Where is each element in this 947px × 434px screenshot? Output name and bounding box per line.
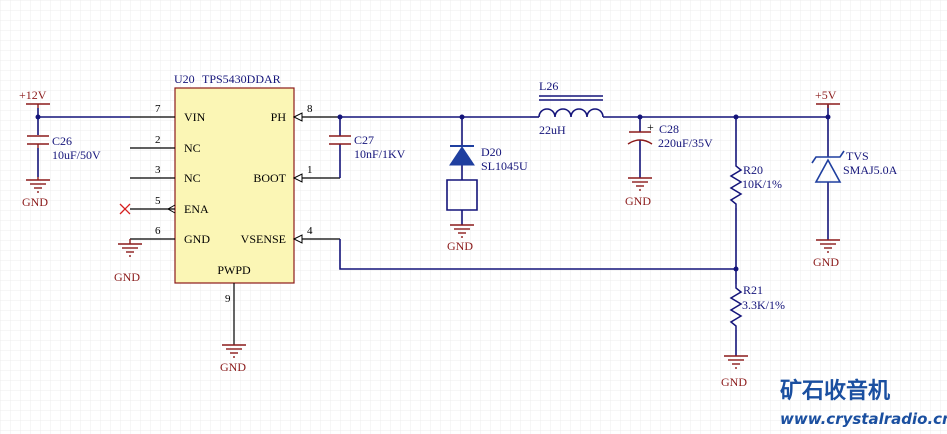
gnd-r21: GND (721, 355, 748, 389)
pin-name-pwpd: PWPD (217, 263, 251, 277)
pin-num-7: 7 (155, 103, 161, 115)
gnd-pin9: GND (220, 344, 246, 374)
diode-d20[interactable]: D20 SL1045U (449, 145, 528, 173)
junctions (35, 114, 831, 272)
pin-name-vin: VIN (184, 110, 206, 124)
power-port-12v: +12V (19, 88, 50, 108)
c26-ref: C26 (52, 134, 72, 148)
gnd-label-pin6: GND (114, 270, 140, 284)
c28-value: 220uF/35V (658, 136, 713, 150)
pin-num-1: 1 (307, 164, 313, 176)
pin-name-vsense: VSENSE (241, 232, 286, 246)
pin-num-9: 9 (225, 293, 231, 305)
c27-value: 10nF/1KV (354, 147, 406, 161)
pin-num-2: 2 (155, 134, 161, 146)
gnd-c28: GND (625, 177, 652, 208)
pin-name-gnd: GND (184, 232, 210, 246)
r20-ref: R20 (743, 163, 763, 177)
watermark: 矿石收音机 www.crystalradio.cn (780, 378, 947, 428)
c28-plus-sign: + (647, 120, 654, 134)
no-connect-marker (119, 203, 131, 215)
gnd-label-tvs: GND (813, 255, 839, 269)
l26-coil (538, 108, 604, 118)
c28-ref: C28 (659, 122, 679, 136)
pin-num-4: 4 (307, 225, 313, 237)
d20-triangle (449, 146, 475, 166)
r21-value: 3.3K/1% (742, 298, 785, 312)
d20-ref: D20 (481, 145, 502, 159)
power-port-5v: +5V (815, 88, 840, 108)
r20-value: 10K/1% (742, 177, 782, 191)
r21-zigzag (729, 284, 743, 330)
pin-name-ena: ENA (184, 202, 209, 216)
power-5v-label: +5V (815, 88, 837, 102)
gnd-label-pin9: GND (220, 360, 246, 374)
capacitor-c27[interactable]: C27 10nF/1KV (329, 133, 406, 161)
ic-u20[interactable]: U20 TPS5430DDAR 7 2 3 5 6 VIN NC NC ENA … (130, 72, 340, 345)
gnd-label-d20: GND (447, 239, 473, 253)
c28-curved-plate (627, 139, 653, 145)
r21-ref: R21 (743, 283, 763, 297)
c27-ref: C27 (354, 133, 374, 147)
power-12v-label: +12V (19, 88, 47, 102)
ic-ref: U20 (174, 72, 195, 86)
gnd-pin6: GND (114, 239, 142, 284)
d20-value: SL1045U (481, 159, 528, 173)
c26-value: 10uF/50V (52, 148, 101, 162)
l26-ref: L26 (539, 79, 558, 93)
inductor-l26[interactable]: L26 22uH (530, 79, 604, 137)
pin-num-3: 3 (155, 164, 161, 176)
r20-zigzag (729, 162, 743, 208)
gnd-d20: GND (447, 224, 474, 253)
pin-name-nc-2: NC (184, 141, 201, 155)
gnd-tvs: GND (813, 239, 840, 269)
watermark-cn: 矿石收音机 (780, 378, 890, 404)
tvs-triangle (814, 158, 842, 183)
tvs-diode[interactable]: TVS SMAJ5.0A (811, 149, 898, 183)
tvs-value: SMAJ5.0A (843, 163, 898, 177)
pin-num-5: 5 (155, 195, 161, 207)
ic-part: TPS5430DDAR (202, 72, 281, 86)
pin-name-boot: BOOT (253, 171, 286, 185)
pin-num-6: 6 (155, 225, 161, 237)
pin-name-nc-3: NC (184, 171, 201, 185)
pin-num-8: 8 (307, 103, 313, 115)
tvs-ref: TVS (846, 149, 869, 163)
pin-5-arrow (166, 204, 176, 214)
gnd-label-c26: GND (22, 195, 48, 209)
capacitor-c26[interactable]: C26 10uF/50V (27, 134, 101, 162)
pin-name-ph: PH (271, 110, 287, 124)
pin-1-arrow (292, 173, 303, 183)
gnd-label-r21: GND (721, 375, 747, 389)
resistor-r21[interactable]: R21 3.3K/1% (729, 283, 785, 330)
ic-body (174, 87, 295, 284)
resistor-r20[interactable]: R20 10K/1% (729, 162, 782, 208)
tvs-bar (811, 150, 845, 164)
pin-8-arrow (292, 112, 303, 122)
gnd-c26: GND (22, 177, 50, 209)
gnd-label-c28: GND (625, 194, 651, 208)
watermark-url: www.crystalradio.cn (780, 410, 947, 428)
l26-value: 22uH (539, 123, 566, 137)
pin-4-arrow (292, 234, 303, 244)
capacitor-c28[interactable]: + C28 220uF/35V (627, 120, 713, 150)
